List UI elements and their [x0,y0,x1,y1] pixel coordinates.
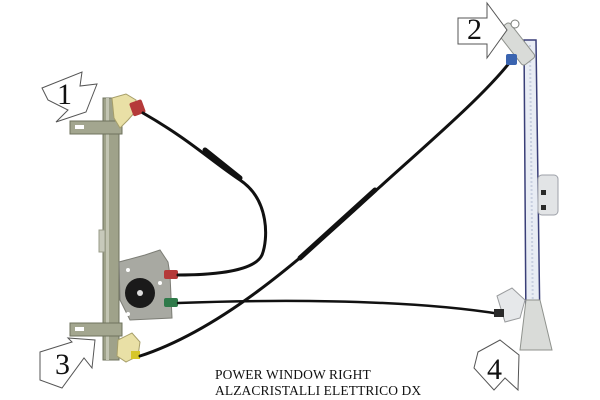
caption-line-english: POWER WINDOW RIGHT [215,367,371,382]
callout-arrow-4 [473,339,520,392]
cables [138,60,512,358]
callout-arrow-2 [457,1,508,60]
bottom-left-cable-clip [116,332,141,363]
callout-number-4: 4 [487,353,502,386]
product-caption: POWER WINDOW RIGHT ALZACRISTALLI ELETTRI… [215,367,421,399]
left-rail [69,97,123,361]
callout-number-2: 2 [467,13,482,46]
callout-number-3: 3 [55,348,70,381]
callout-number-1: 1 [57,78,72,111]
bottom-right-cable-clip [494,287,526,323]
motor-assembly [118,249,178,321]
caption-line-italian: ALZACRISTALLI ELETTRICO DX [215,383,422,398]
right-rail [496,19,559,351]
top-left-cable-clip [111,93,146,129]
callout-arrow-3 [39,337,96,389]
callout-arrow-1 [41,71,98,123]
